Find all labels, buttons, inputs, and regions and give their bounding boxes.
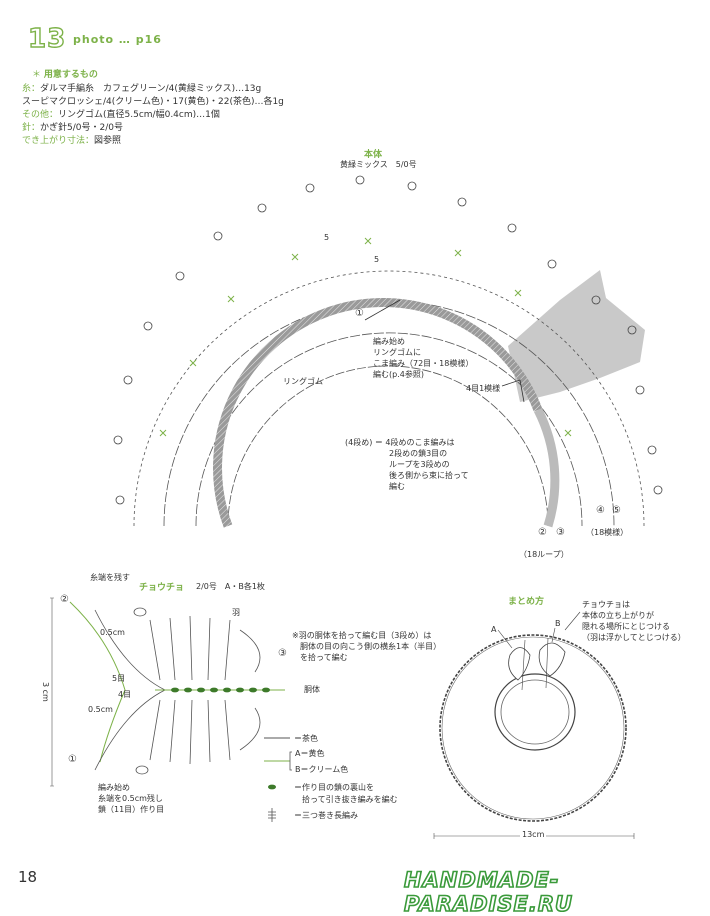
ring-label: リングゴム	[283, 377, 323, 386]
material-line-5: でき上がり寸法：図参照	[22, 136, 122, 146]
material-line-2: スーピマクロッシェ/4(クリーム色)・17(黄色)・22(茶色)…各1g	[22, 97, 284, 107]
legend-symbols	[264, 737, 292, 822]
picot-edge	[113, 175, 663, 505]
ring-elastic	[213, 298, 543, 528]
assembly-width: 13cm	[520, 829, 547, 840]
photo-reference: photo … p16	[73, 33, 162, 46]
butterfly-diagram	[50, 597, 285, 787]
butterfly-subtitle: 2/0号 A・B各1枚	[196, 582, 265, 591]
assembly-label-a: A	[491, 625, 497, 634]
pattern-number: 13	[27, 23, 67, 54]
legend-slip-stitch: ＝作り目の鎖の裏山を	[294, 783, 374, 792]
butterfly-row-1: ①	[68, 754, 77, 765]
row-5-label: ⑤	[612, 505, 621, 516]
body-part-label: 胴体	[304, 685, 320, 694]
material-line-4: 針：かぎ針5/0号・2/0号	[22, 123, 123, 133]
body-subtitle: 黄緑ミックス 5/0号	[340, 160, 417, 169]
material-line-3: その他：リングゴム(直径5.5cm/幅0.4cm)…1個	[22, 110, 220, 120]
row-5-label-a: 5	[324, 233, 330, 242]
dim-0-5-top: 0.5cm	[100, 628, 125, 637]
butterfly-start-note: 編み始め 糸端を0.5cm残し 鎖（11目）作り目	[98, 783, 165, 814]
row-3-label: ③	[556, 527, 565, 538]
assembly-note: チョウチョは 本体の立ち上がりが 隠れる場所にとじつける （羽は浮かしてとじつけ…	[582, 600, 686, 642]
loops-label: （18ループ）	[519, 550, 569, 559]
ring-elastic-end	[533, 407, 560, 528]
legend-brown: ＝茶色	[294, 734, 318, 743]
butterfly-note: ※羽の胴体を拾って編む目（3段め）は 胴体の目の向こう側の横糸1本（半目） を拾…	[292, 631, 442, 662]
tail-label: 糸端を残す	[90, 573, 130, 582]
repeat-label: 4目1模様	[466, 384, 501, 393]
legend-slip-stitch-cont: 拾って引き抜き編みを編む	[302, 795, 398, 804]
site-watermark: HANDMADE-PARADISE.RU	[403, 867, 574, 916]
butterfly-row-3: ③	[278, 648, 287, 659]
legend-triple-treble: ＝三つ巻き長編み	[294, 811, 358, 820]
body-title: 本体	[364, 150, 383, 160]
row-4-stitches: 4目	[118, 690, 132, 699]
assembly-label-b: B	[555, 619, 561, 628]
dim-0-5-bottom: 0.5cm	[88, 705, 113, 714]
start-note: 編み始め リングゴムに こま編み（72目・18模様） 編む(p.4参照)	[373, 337, 474, 379]
legend-b: B＝クリーム色	[295, 765, 349, 774]
material-line-1: 糸：ダルマ手編糸 カフェグリーン/4(黄緑ミックス)…13g	[22, 84, 262, 94]
row-5-label-b: 5	[374, 255, 380, 264]
dim-3cm: 3 cm	[41, 682, 50, 702]
materials-heading: 用意するもの	[43, 70, 98, 80]
butterfly-title: チョウチョ	[139, 583, 185, 593]
butterfly-row-2: ②	[60, 594, 69, 605]
wing-label: 羽	[232, 608, 240, 617]
row-4-label: ④	[596, 505, 605, 516]
legend-a: A＝黄色	[295, 749, 325, 758]
pattern-count-label: （18模様）	[586, 528, 629, 537]
assembly-diagram	[433, 611, 635, 839]
page-number: 18	[18, 868, 38, 886]
asterisk-icon: ＊	[32, 70, 42, 80]
row-4-note: (4段め) ＝ 4段めのこま編みは 2段めの鎖3目の ループを3段めの 後ろ側か…	[345, 438, 469, 491]
assembly-title: まとめ方	[508, 597, 545, 607]
row-2-label: ②	[538, 527, 547, 538]
row-1-label: ①	[355, 308, 364, 319]
row-5-stitches: 5目	[112, 674, 126, 683]
materials-title: ＊ 用意するもの	[32, 69, 98, 82]
repeat-highlight	[508, 270, 645, 402]
green-stitch-marks	[159, 237, 572, 437]
